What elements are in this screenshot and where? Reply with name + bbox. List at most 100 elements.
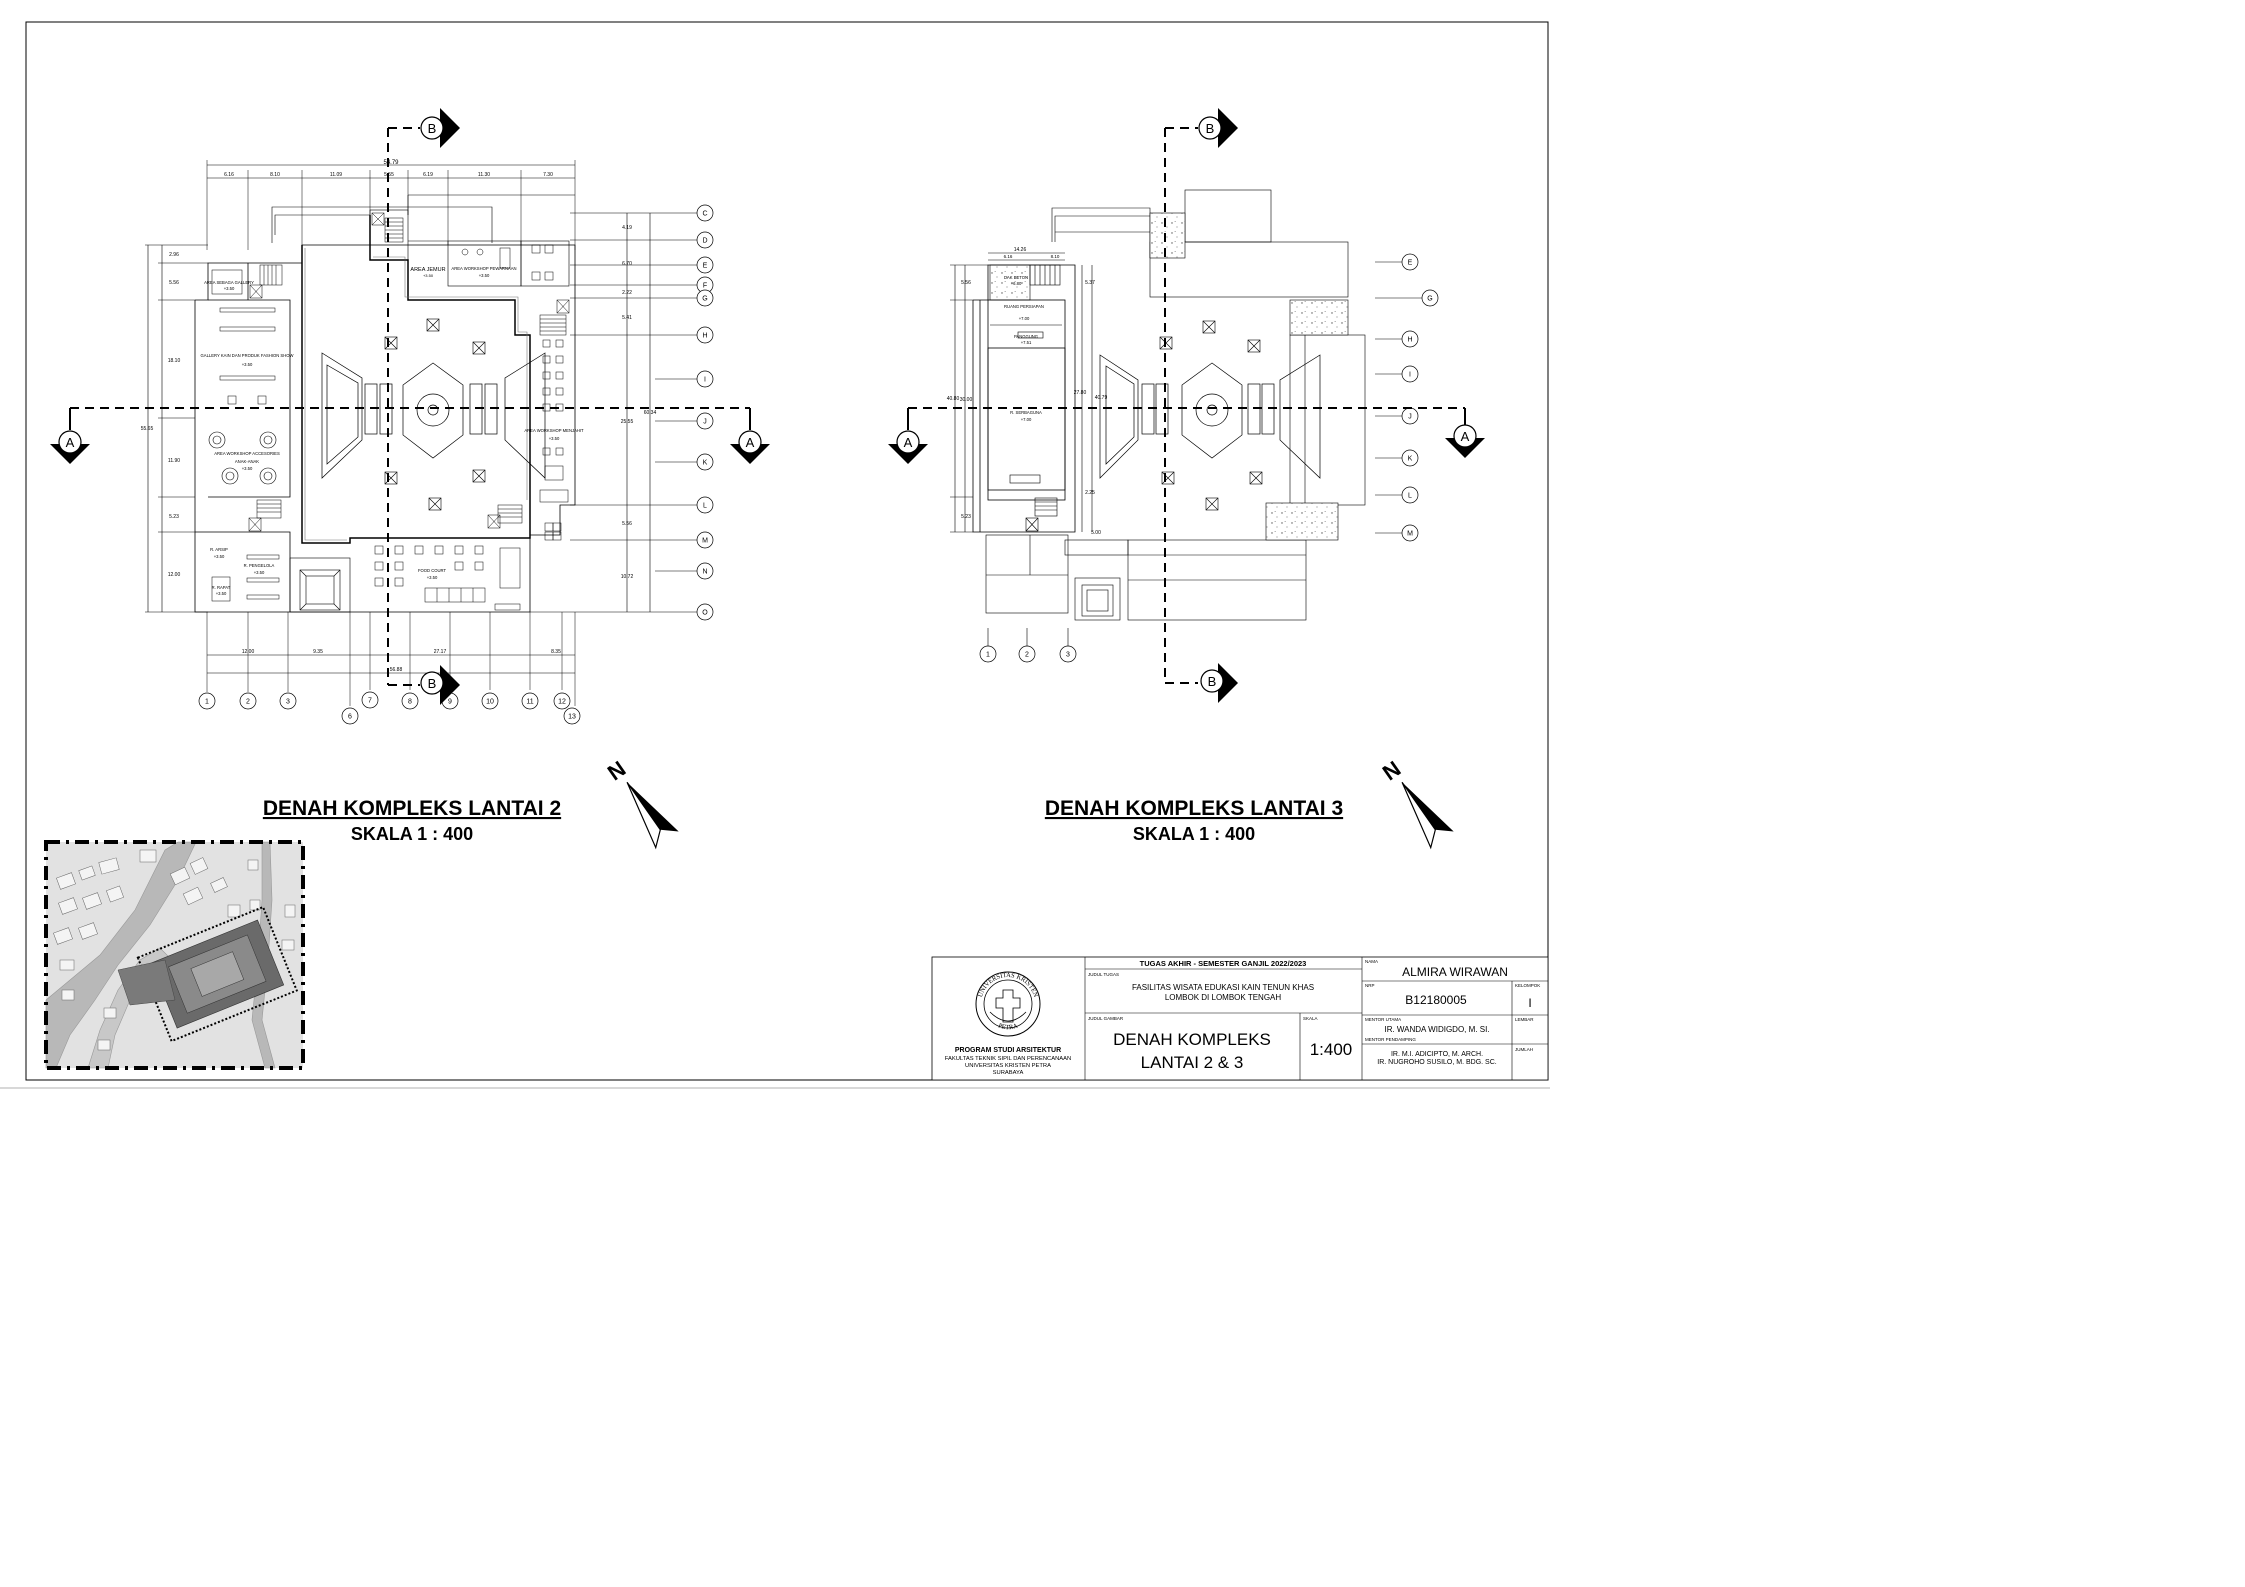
room-label: AREA JEMUR — [410, 267, 445, 273]
grid-label: E — [1408, 259, 1413, 266]
grid-bubble: 3 — [1059, 628, 1077, 663]
mentor-pendamping-2: IR. NUGROHO SUSILO, M. BDG. SC. — [1377, 1059, 1496, 1066]
svg-text:A: A — [66, 435, 75, 450]
grid-label: C — [702, 210, 707, 217]
grid-bubble: G — [1375, 289, 1439, 307]
mentor-pendamping-1: IR. M.I. ADICIPTO, M. ARCH. — [1391, 1051, 1483, 1058]
grid-label: G — [702, 295, 707, 302]
dim-top: 6.16 — [224, 172, 234, 178]
dim-top: 7.30 — [543, 172, 553, 178]
section-marker-b-top: B — [420, 108, 460, 148]
dim-left: 5.23 — [961, 514, 971, 520]
dim-right: 10.72 — [621, 574, 634, 580]
judul-gambar-label: JUDUL GAMBAR — [1088, 1016, 1124, 1021]
dim-right: 4.19 — [622, 225, 632, 231]
plan-lantai-3: 14.26 6.16 8.10 5.56 40.80 30.00 5.23 5.… — [907, 127, 1466, 684]
grid-label: 11 — [526, 698, 533, 705]
grid-bubble: 8 — [401, 692, 419, 710]
grid-label: 2 — [246, 698, 250, 705]
grid-bubble: 2 — [239, 692, 257, 710]
grid-bubble: M — [1375, 524, 1419, 542]
grid-label: 2 — [1025, 651, 1029, 658]
drawing-sheet: 6.16 8.10 11.09 5.55 6.19 11.30 7.30 54.… — [0, 21, 1550, 1089]
mentor-utama-label: MENTOR UTAMA — [1365, 1017, 1401, 1022]
dim-left: 18.10 — [168, 358, 181, 364]
plan-lantai-2: 6.16 8.10 11.09 5.55 6.19 11.30 7.30 54.… — [69, 127, 751, 725]
grid-label: I — [704, 376, 706, 383]
kelompok-value: I — [1528, 996, 1531, 1010]
room-level: +3.50 — [254, 570, 265, 575]
svg-text:B: B — [1206, 121, 1215, 136]
dim-top: 6.16 — [1004, 254, 1013, 259]
grid-label: E — [703, 262, 708, 269]
room-level: +3.50 — [216, 591, 227, 596]
dim-right: 25.55 — [621, 419, 634, 425]
grid-label: L — [703, 502, 707, 509]
dim-top: 8.10 — [1051, 254, 1060, 259]
north-arrow-icon: N — [1378, 756, 1454, 850]
room-label: AREA SEBAGA GALLERY — [204, 280, 254, 285]
room-level: +7.00 — [1021, 417, 1032, 422]
dim-top: 8.10 — [270, 172, 280, 178]
judul-gambar-line1: DENAH KOMPLEKS — [1113, 1030, 1271, 1049]
dim-top: 11.09 — [330, 172, 342, 178]
room-level: +3.50 — [549, 436, 560, 441]
grid-bubble: 1 — [198, 692, 216, 710]
grid-label: 3 — [1066, 651, 1070, 658]
grid-label: I — [1409, 371, 1411, 378]
plan3-scale: SKALA 1 : 400 — [1133, 824, 1255, 844]
grid-bubble: E — [1375, 253, 1419, 271]
room-level: +3.50 — [242, 466, 253, 471]
grid-label: L — [1408, 492, 1412, 499]
room-label: R. PENGELOLA — [244, 563, 275, 568]
dim-right: 40.79 — [1095, 395, 1108, 401]
grid-label: K — [703, 459, 708, 466]
svg-text:PETRA: PETRA — [997, 1022, 1019, 1031]
dim-left: 30.00 — [960, 397, 973, 403]
grid-label: 9 — [448, 698, 452, 705]
room-label: DAK BETON — [1004, 275, 1028, 280]
grid-bubble: 2 — [1018, 628, 1036, 663]
grid-label: J — [703, 418, 707, 425]
nrp-value: B12180005 — [1405, 993, 1467, 1007]
section-marker-a-right: A — [1445, 424, 1485, 458]
section-marker-b-top: B — [1198, 108, 1238, 148]
university-name: UNIVERSITAS KRISTEN PETRA — [965, 1063, 1051, 1069]
mentor-pendamping-label: MENTOR PENDAMPING — [1365, 1037, 1416, 1042]
skala-value: 1:400 — [1310, 1040, 1353, 1059]
grid-label: O — [702, 609, 708, 616]
dim-total-bottom: 56.88 — [390, 667, 403, 673]
dim-bottom: 12.00 — [242, 649, 255, 655]
mentor-utama-value: IR. WANDA WIDIGDO, M. SI. — [1384, 1025, 1489, 1034]
skala-label: SKALA — [1303, 1016, 1318, 1021]
section-marker-b-bottom: B — [1200, 663, 1238, 703]
plan2-title: DENAH KOMPLEKS LANTAI 2 — [263, 797, 561, 820]
dim-right: 6.70 — [622, 261, 632, 267]
dim-right: 5.37 — [1085, 280, 1095, 286]
grid-bubble: N — [655, 562, 714, 580]
room-label: RUANG PERSIAPAN — [1004, 304, 1044, 309]
room-level: +7.51 — [1021, 340, 1032, 345]
title-block: UNIVERSITAS KRISTEN PETRA PROGRAM STUDI … — [931, 956, 1549, 1081]
grid-label: H — [702, 332, 707, 339]
dim-right: 2.22 — [622, 290, 632, 296]
site-map-inset — [44, 840, 305, 1070]
lembar-label: LEMBAR — [1515, 1017, 1534, 1022]
kelompok-label: KELOMPOK — [1515, 983, 1540, 988]
grid-label: 10 — [486, 698, 494, 705]
room-level: +6.80 — [1011, 281, 1022, 286]
grid-bubble: E — [655, 256, 714, 274]
room-label: AREA WORKSHOP MENJAHIT — [524, 428, 584, 433]
dim-left: 5.56 — [961, 280, 971, 286]
judul-tugas-line2: LOMBOK DI LOMBOK TENGAH — [1165, 993, 1282, 1002]
grid-bubble: L — [1375, 486, 1419, 504]
dim-left: 40.80 — [947, 396, 960, 402]
grid-bubble: C — [655, 204, 714, 222]
grid-label: H — [1407, 336, 1412, 343]
grid-bubble: H — [1375, 330, 1419, 348]
dim-right: 5.41 — [622, 315, 632, 321]
grid-bubble: J — [655, 412, 714, 430]
section-marker-b-bottom: B — [420, 665, 460, 705]
room-level: +3.50 — [479, 273, 490, 278]
grid-label: 13 — [568, 713, 576, 720]
